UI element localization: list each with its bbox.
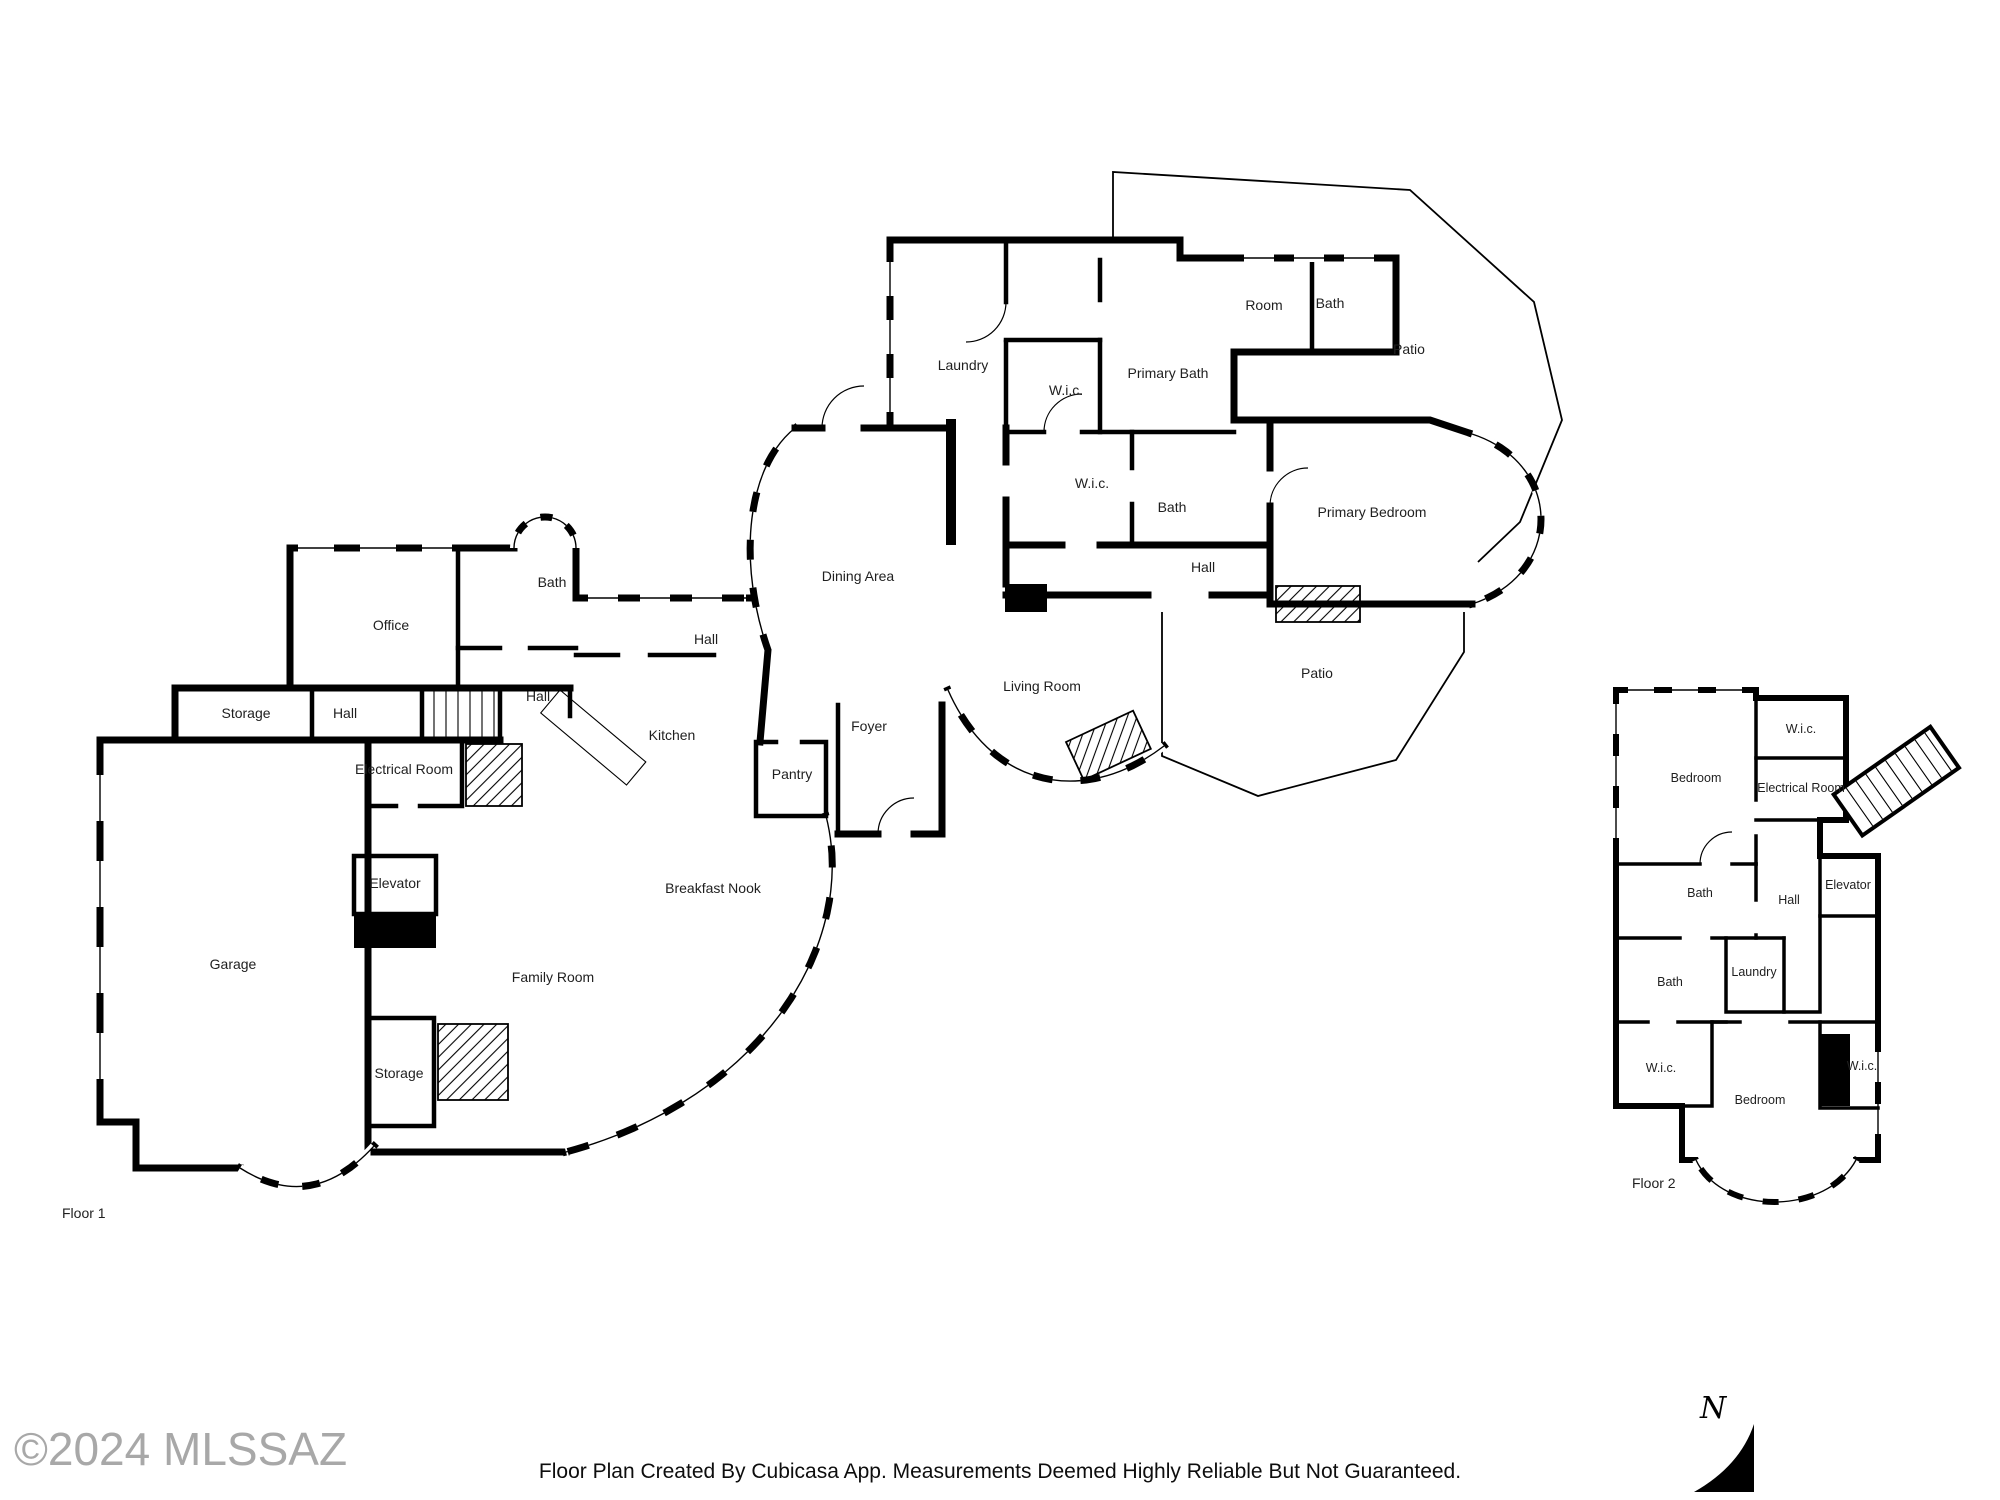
- mls-watermark: ©2024 MLSSAZ: [14, 1423, 348, 1475]
- room-label: Bedroom: [1734, 1093, 1786, 1107]
- stairs-diagonal: [1830, 724, 1962, 839]
- room-label: Room: [1245, 297, 1283, 313]
- room-label: Bath: [537, 574, 567, 590]
- room-label: Breakfast Nook: [665, 880, 761, 896]
- room-label: W.i.c.: [1785, 722, 1817, 736]
- room-label: Hall: [525, 688, 551, 704]
- room-label: Living Room: [1003, 678, 1081, 694]
- fireplace: [1275, 585, 1361, 623]
- room-label: W.i.c.: [1048, 382, 1084, 398]
- patio-steps: [1064, 709, 1153, 782]
- room-label: Garage: [209, 956, 257, 972]
- room-label: Bath: [1315, 295, 1345, 311]
- north-pennant-icon: [1694, 1424, 1754, 1492]
- floor2-walls: [1612, 686, 1962, 1206]
- room-label: Storage: [221, 705, 271, 721]
- room-label: Office: [372, 617, 410, 633]
- room-label: Bedroom: [1670, 771, 1722, 785]
- room-label: Dining Area: [821, 568, 895, 584]
- room-label: Pantry: [771, 766, 813, 782]
- room-label: Hall: [1190, 559, 1216, 575]
- patio-right-outline: [1161, 612, 1465, 797]
- room-label: W.i.c.: [1074, 475, 1110, 491]
- caption-text: Floor Plan Created By Cubicasa App. Meas…: [538, 1460, 1462, 1483]
- room-label: Elevator: [369, 875, 421, 891]
- north-arrow: N: [1694, 1391, 1754, 1492]
- room-label: Hall: [332, 705, 358, 721]
- room-label: Bath: [1687, 886, 1713, 900]
- kitchen-counter: [539, 689, 647, 786]
- room-label: Primary Bedroom: [1317, 504, 1427, 520]
- room-label: Patio: [1301, 665, 1333, 681]
- room-label: Electrical Room: [1757, 781, 1845, 795]
- floor-label: Floor 2: [1632, 1175, 1676, 1191]
- stairs-block: [437, 1023, 509, 1101]
- room-label: Kitchen: [648, 727, 696, 743]
- room-label: Laundry: [937, 357, 989, 373]
- patio-top-outline: [1112, 171, 1563, 563]
- room-label: W.i.c.: [1645, 1061, 1677, 1075]
- room-label: Bath: [1657, 975, 1683, 989]
- floor-label: Floor 1: [62, 1205, 106, 1221]
- room-label: Bath: [1157, 499, 1187, 515]
- room-label: Hall: [693, 631, 719, 647]
- room-label: Elevator: [1825, 878, 1871, 892]
- room-label: W.i.c.: [1846, 1059, 1878, 1073]
- room-label: Hall: [1778, 893, 1800, 907]
- room-label: Electrical Room: [354, 761, 454, 777]
- floor1-walls: [96, 171, 1563, 1191]
- north-label: N: [1699, 1391, 1728, 1426]
- room-label: Family Room: [511, 969, 595, 985]
- room-label: Foyer: [851, 718, 887, 734]
- room-label: Storage: [374, 1065, 424, 1081]
- stairs-treads: [433, 691, 495, 737]
- room-label: Patio: [1393, 341, 1425, 357]
- room-label: Primary Bath: [1127, 365, 1209, 381]
- room-label: Laundry: [1731, 965, 1777, 979]
- stairs-block: [465, 743, 523, 807]
